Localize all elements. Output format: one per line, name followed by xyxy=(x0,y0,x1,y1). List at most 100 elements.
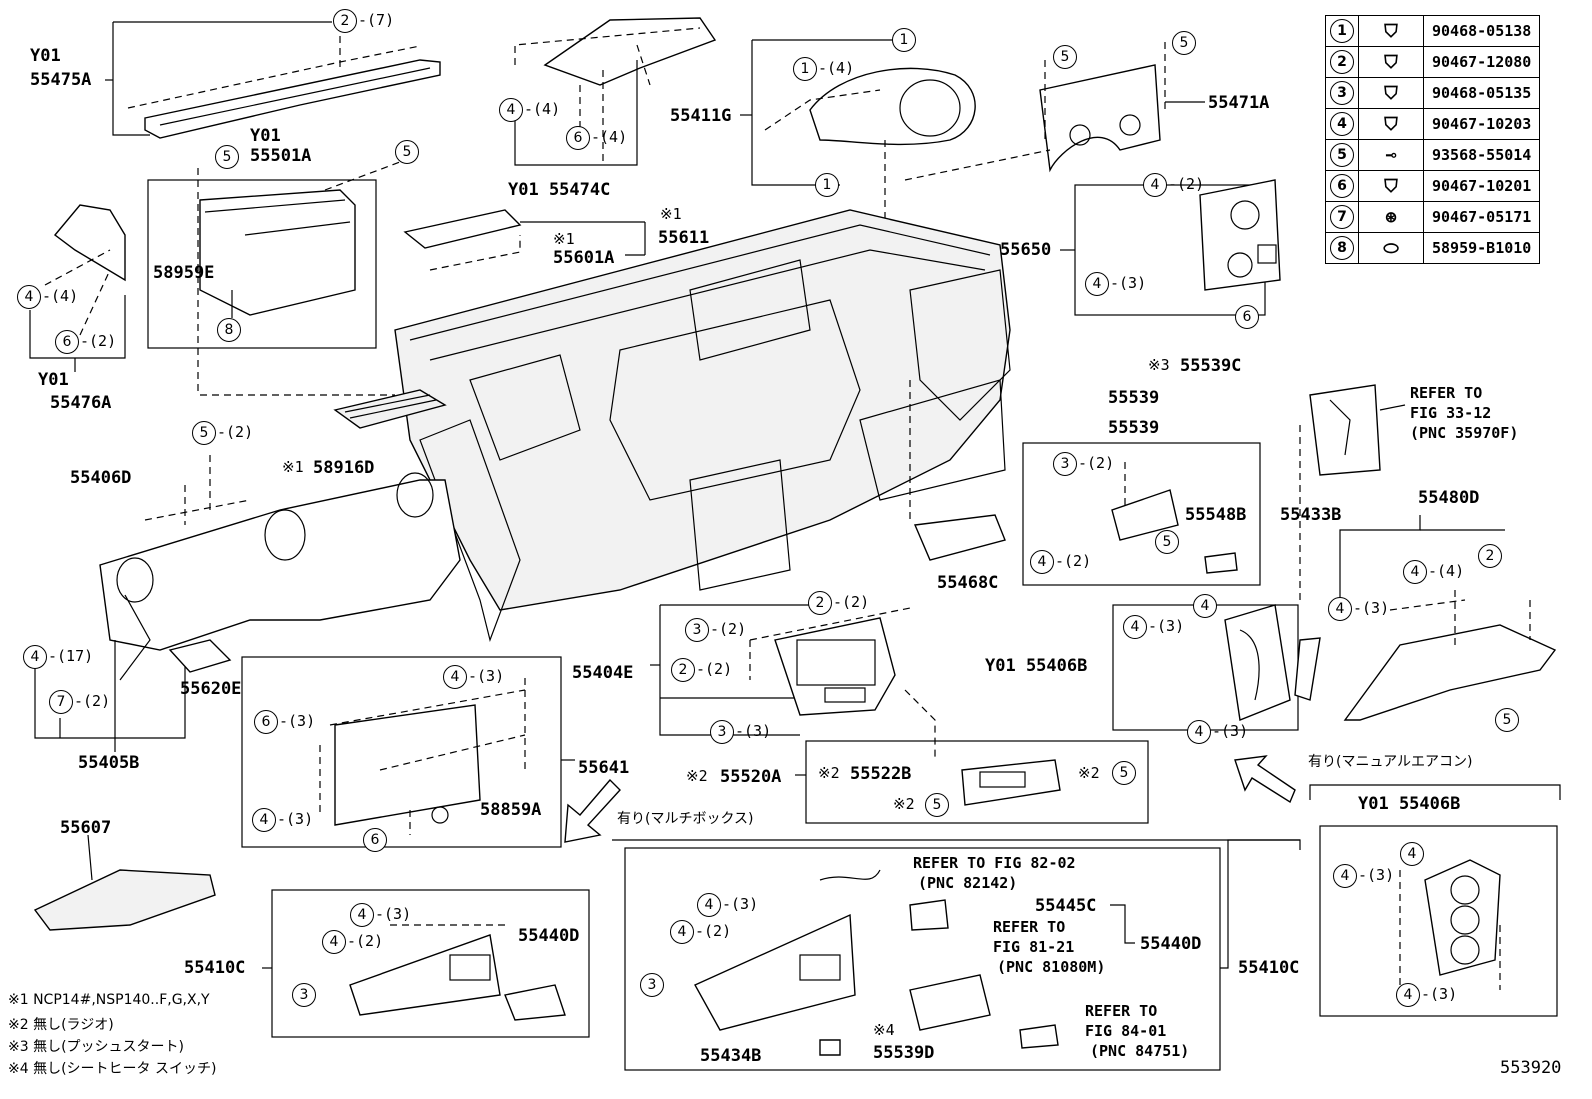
screw-icon: ⊸ xyxy=(1358,139,1424,171)
legend-number: 3 xyxy=(1330,81,1354,105)
callout-6: 6 xyxy=(566,126,590,150)
label-55406B-box: Y01 55406B xyxy=(1358,794,1461,814)
callout-qty: -(4) xyxy=(1428,562,1465,580)
callout-4: 4 xyxy=(1400,842,1424,866)
label-55433B: 55433B xyxy=(1280,505,1342,525)
glovebox-55641 xyxy=(241,656,575,848)
ref-fig33-line1: REFER TO xyxy=(1410,384,1483,402)
callout-qty: -(4) xyxy=(818,59,855,77)
bracket-55476A xyxy=(29,204,126,372)
label-55440D-left: 55440D xyxy=(518,926,580,946)
clip-icon: ⛉ xyxy=(1358,170,1424,202)
callout-6: 6 xyxy=(55,330,79,354)
label-y01-55475A: Y01 xyxy=(30,46,61,66)
label-55405B: 55405B xyxy=(78,753,140,773)
label-55539-b: 55539 xyxy=(1108,418,1160,438)
callout-qty: -(3) xyxy=(722,895,759,913)
mark-2-55522B: ※2 xyxy=(818,764,840,782)
ref-fig82-line1: REFER TO FIG 82-02 xyxy=(913,854,1076,872)
mark-1-58916D: ※1 xyxy=(282,458,304,476)
callout-3: 3 xyxy=(1053,452,1077,476)
callout-5: 5 xyxy=(1495,708,1519,732)
callout-qty: -(3) xyxy=(1421,985,1458,1003)
label-55434B: 55434B xyxy=(700,1046,762,1066)
label-55620E: 55620E xyxy=(180,679,242,699)
callout-4: 4 xyxy=(350,903,374,927)
legend-part-number: 90467-10201 xyxy=(1422,170,1541,202)
label-55520A: 55520A xyxy=(720,767,782,787)
callout-qty: -(2) xyxy=(1055,552,1092,570)
label-55410C-left: 55410C xyxy=(184,958,246,978)
legend-part-number: 90467-12080 xyxy=(1422,46,1541,78)
caption-multibox: 有り(マルチボックス) xyxy=(617,811,754,827)
diagram-id: 553920 xyxy=(1500,1058,1562,1078)
legend-number: 2 xyxy=(1330,50,1354,74)
legend-row: 4⛉90467-10203 xyxy=(1325,108,1541,140)
callout-qty: -(2) xyxy=(347,932,384,950)
callout-3: 3 xyxy=(292,983,316,1007)
legend-row: 3⛉90468-05135 xyxy=(1325,77,1541,109)
callout-6: 6 xyxy=(363,828,387,852)
label-55611: 55611 xyxy=(658,228,710,248)
callout-6: 6 xyxy=(254,710,278,734)
legend-part-number: 90467-10203 xyxy=(1422,108,1541,140)
legend-part-number: 93568-55014 xyxy=(1422,139,1541,171)
footnote-1: ※1 NCP14#,NSP140..F,G,X,Y xyxy=(8,992,210,1008)
label-55468C: 55468C xyxy=(937,573,999,593)
ref-fig33-line3: (PNC 35970F) xyxy=(1410,424,1519,442)
ref-fig82-line2: (PNC 82142) xyxy=(918,874,1018,892)
callout-qty: -(4) xyxy=(42,287,79,305)
arrow-manual-ac xyxy=(1234,755,1296,804)
callout-4: 4 xyxy=(1030,550,1054,574)
callout-qty: -(3) xyxy=(279,712,316,730)
mark-3-55539C: ※3 xyxy=(1148,356,1170,374)
mark-1-55611: ※1 xyxy=(660,205,682,223)
callout-1: 1 xyxy=(815,173,839,197)
trim-55468C xyxy=(909,380,1006,561)
mark-2-55520A: ※2 xyxy=(686,767,708,785)
switch-panel-55650 xyxy=(1060,179,1281,316)
callout-4: 4 xyxy=(1193,594,1217,618)
callout-4: 4 xyxy=(322,930,346,954)
bezel-55404E xyxy=(650,604,911,736)
legend-row: 1⛉90468-05138 xyxy=(1325,15,1541,47)
callout-4: 4 xyxy=(1328,597,1352,621)
callout-5: 5 xyxy=(395,140,419,164)
callout-qty: -(7) xyxy=(358,11,395,29)
callout-3: 3 xyxy=(640,973,664,997)
callout-5: 5 xyxy=(1172,31,1196,55)
callout-qty: -(2) xyxy=(696,660,733,678)
callout-qty: -(2) xyxy=(217,423,254,441)
label-55539C: 55539C xyxy=(1180,356,1242,376)
legend-part-number: 58959-B1010 xyxy=(1422,232,1541,264)
footnote-4: ※4 無し(シートヒータ スイッチ) xyxy=(8,1061,217,1077)
callout-qty: -(3) xyxy=(1353,599,1390,617)
callout-1: 1 xyxy=(793,57,817,81)
legend-number: 7 xyxy=(1330,205,1354,229)
callout-4: 4 xyxy=(443,665,467,689)
callout-qty: -(2) xyxy=(1168,175,1205,193)
label-55474C: Y01 55474C xyxy=(508,180,611,200)
callout-6: 6 xyxy=(1235,305,1259,329)
callout-4: 4 xyxy=(17,285,41,309)
rivet-icon: ⊛ xyxy=(1358,201,1424,233)
clip-icon: ⛉ xyxy=(1358,108,1424,140)
callout-5: 5 xyxy=(215,145,239,169)
label-55475A: 55475A xyxy=(30,70,92,90)
ref-fig81-line3: (PNC 81080M) xyxy=(997,958,1106,976)
callout-5: 5 xyxy=(1155,530,1179,554)
label-55641: 55641 xyxy=(578,758,630,778)
arrow-multibox xyxy=(564,778,621,843)
callout-qty: -(2) xyxy=(833,593,870,611)
pad-icon: ⬭ xyxy=(1358,232,1424,264)
shift-gate-ref xyxy=(1309,384,1406,476)
label-58959E: 58959E xyxy=(153,263,215,283)
callout-qty: -(2) xyxy=(710,620,747,638)
label-55501A: 55501A xyxy=(250,146,312,166)
footnote-3: ※3 無し(プッシュスタート) xyxy=(8,1039,185,1055)
callout-4: 4 xyxy=(23,645,47,669)
legend-number: 4 xyxy=(1330,112,1354,136)
callout-1: 1 xyxy=(892,28,916,52)
callout-qty: -(4) xyxy=(591,128,628,146)
